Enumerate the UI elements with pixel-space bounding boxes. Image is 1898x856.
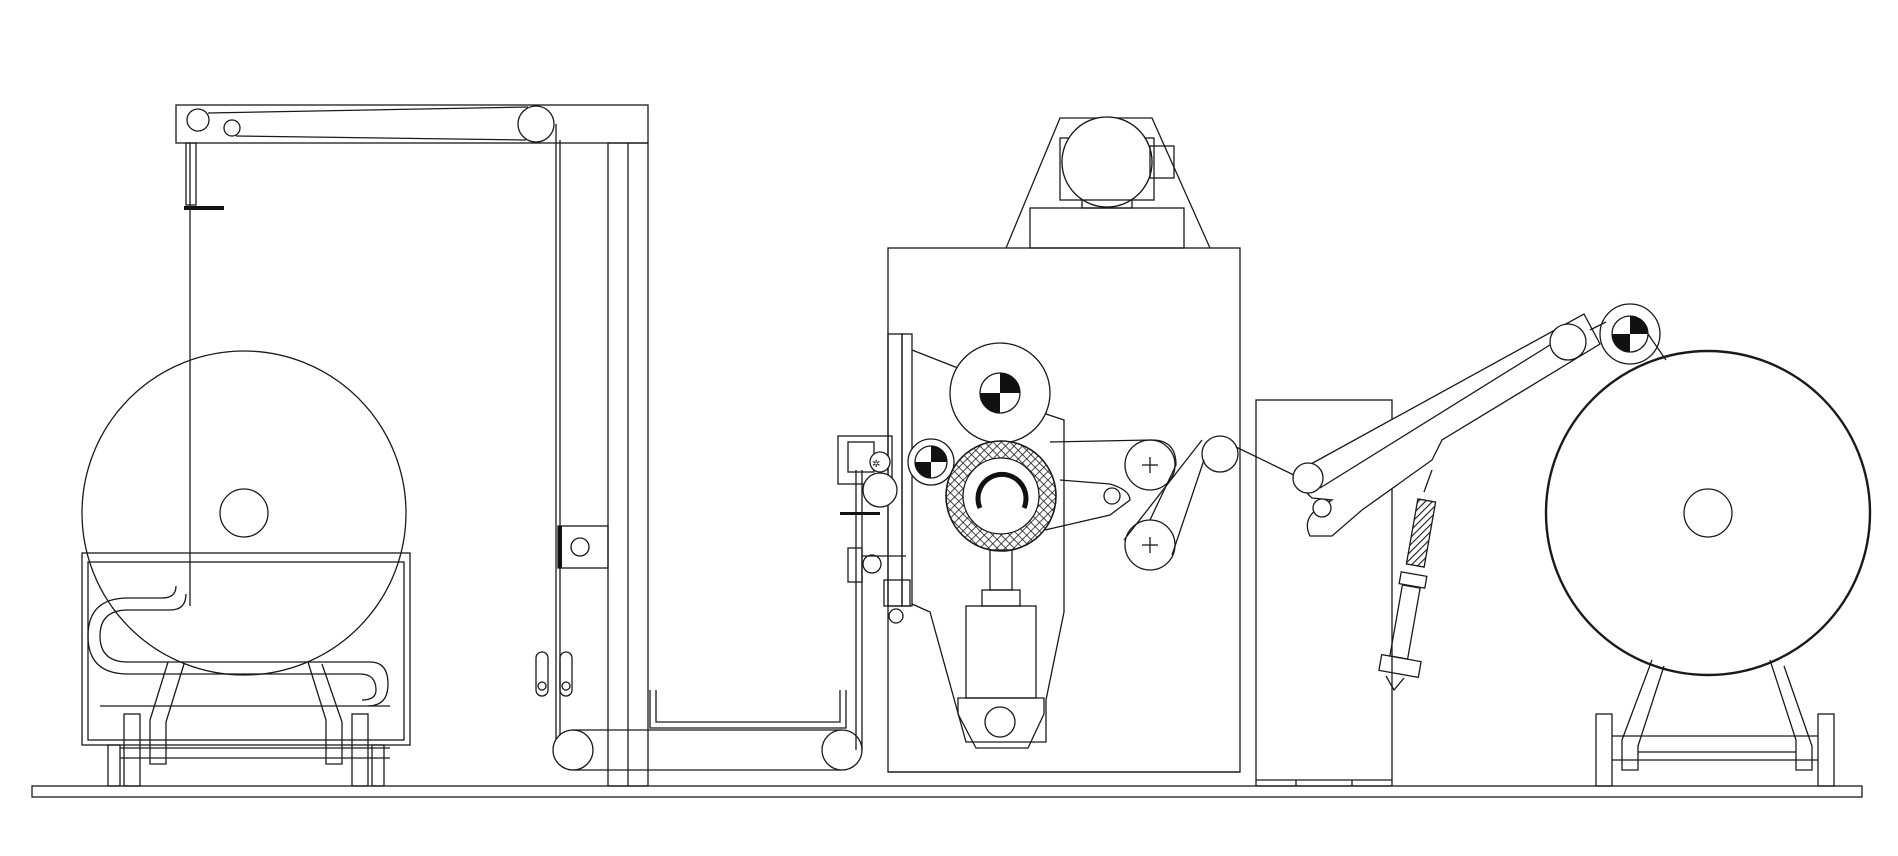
rewind-roll	[1544, 333, 1872, 677]
web-guide-tower	[175, 104, 649, 787]
drive-motor	[1005, 116, 1211, 249]
rewind-stand	[1595, 659, 1835, 787]
svg-text:✲: ✲	[872, 459, 880, 470]
cooling-roll	[949, 342, 1051, 444]
control-cabinet	[1255, 399, 1393, 787]
pressure-cylinder	[957, 549, 1045, 749]
unwind-roll	[81, 350, 407, 676]
unwind-stand	[81, 552, 411, 787]
spring-damper	[1378, 469, 1437, 692]
accumulator-tray	[573, 470, 863, 771]
idler-rolls: ✲	[869, 435, 1301, 571]
coating-roll	[945, 440, 1057, 552]
base-plate	[31, 785, 1863, 798]
dancer-arm	[1292, 303, 1661, 537]
